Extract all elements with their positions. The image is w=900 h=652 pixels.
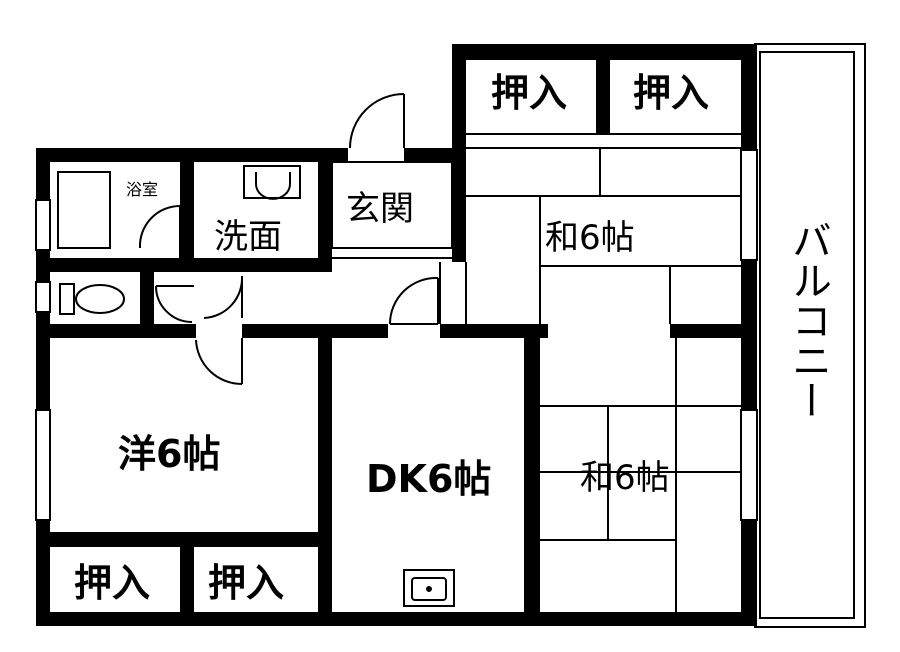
bathtub xyxy=(57,171,111,249)
washroom-label: 洗面 xyxy=(214,217,282,257)
toilet-icon xyxy=(59,283,125,315)
closet-lower-right-label: 押入 xyxy=(208,561,284,605)
tatami-lines xyxy=(50,133,741,612)
entrance-label: 玄関 xyxy=(346,189,414,229)
closet-upper-left-label: 押入 xyxy=(491,71,567,115)
closet-lower-left-label: 押入 xyxy=(74,561,150,605)
japanese-room-upper-label: 和6帖 xyxy=(545,218,635,258)
interior-walls xyxy=(36,44,757,612)
western-room-label: 洋6帖 xyxy=(118,432,220,476)
closet-upper-right-label: 押入 xyxy=(633,71,709,115)
doors xyxy=(138,93,439,386)
balcony-label: バルコニー xyxy=(785,220,831,420)
washbasin xyxy=(243,165,301,200)
japanese-room-lower-label: 和6帖 xyxy=(580,458,670,498)
windows xyxy=(35,149,758,521)
kitchen-sink xyxy=(403,569,455,607)
bathroom-label: 浴室 xyxy=(126,180,158,199)
dining-kitchen-label: DK6帖 xyxy=(366,457,491,501)
entrance-area xyxy=(331,161,467,324)
